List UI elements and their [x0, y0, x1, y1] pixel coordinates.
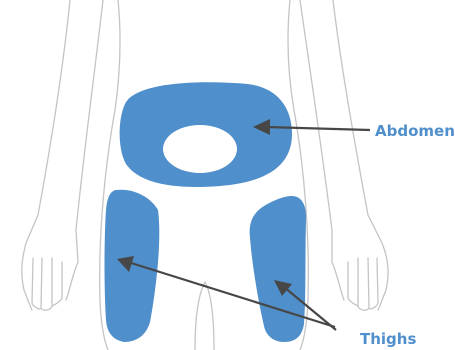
left-thigh-injection-area — [105, 190, 160, 342]
abdomen-zone — [120, 82, 292, 187]
left-hand-outline — [24, 258, 62, 310]
left-arm-outline — [22, 0, 70, 290]
abdomen-label: Abdomen — [375, 122, 455, 140]
inner-leg-outline — [195, 282, 214, 350]
right-arm-inner-outline — [300, 0, 344, 300]
navel-exclusion-zone — [163, 125, 237, 173]
left-arm-inner-outline — [66, 0, 103, 300]
right-arm-outline — [333, 0, 388, 290]
thighs-label: Thighs — [360, 330, 416, 348]
right-hand-outline — [348, 258, 386, 310]
right-thigh-injection-area — [250, 196, 307, 342]
